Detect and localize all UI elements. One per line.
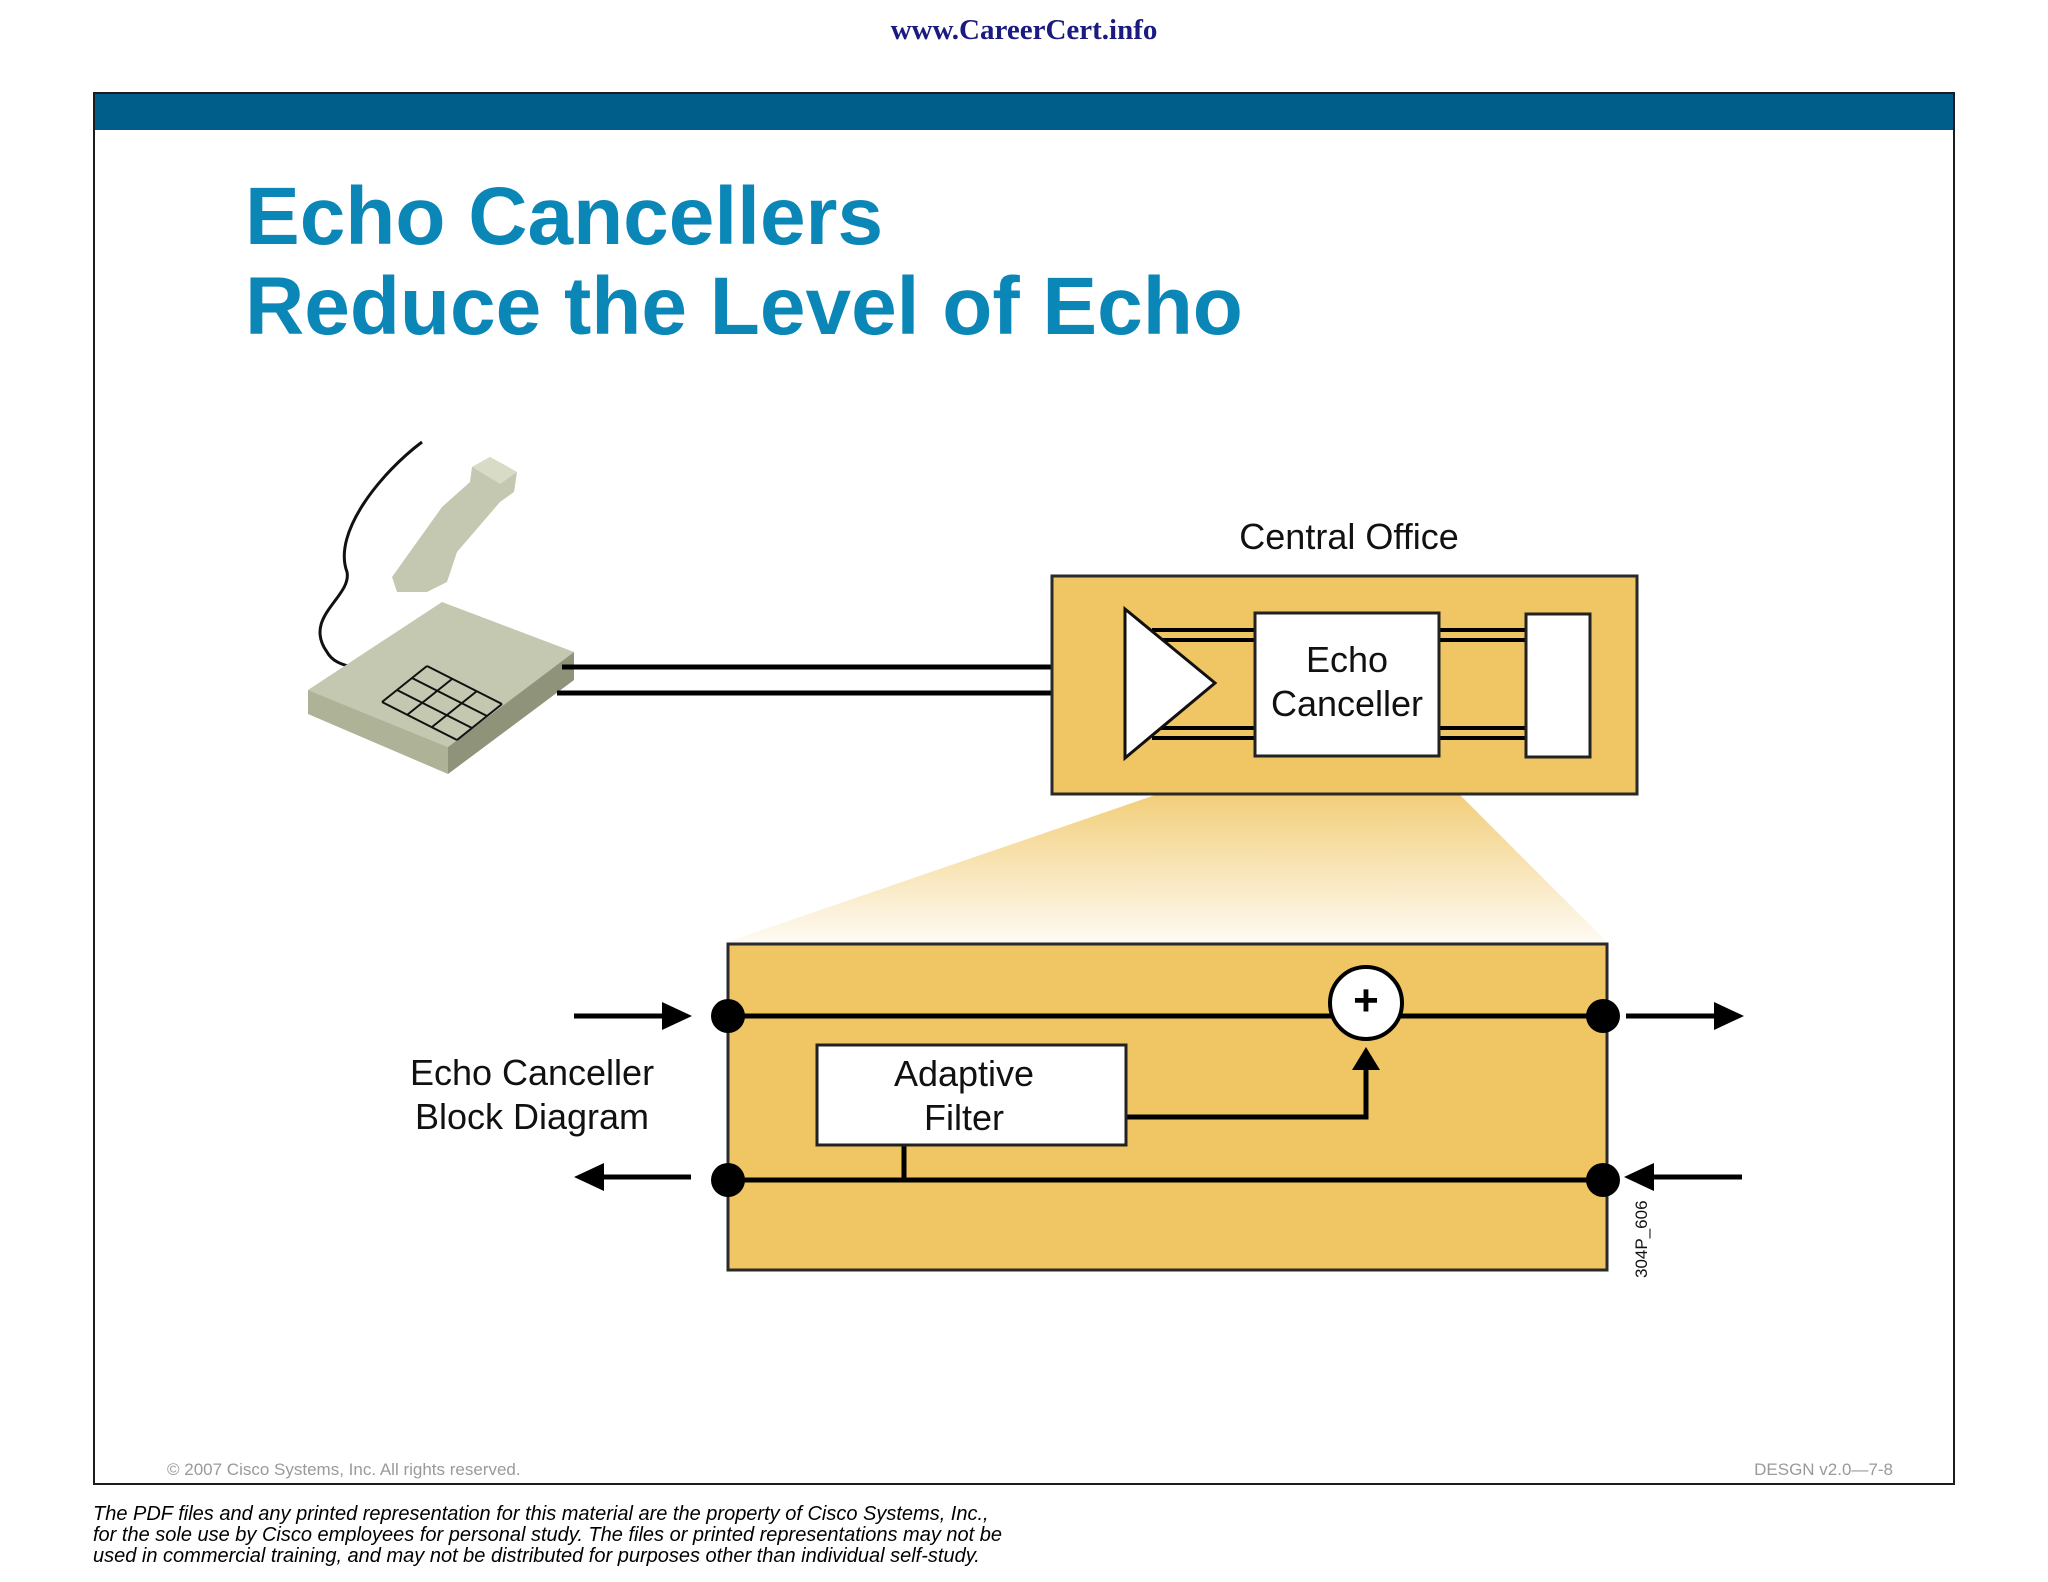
adaptive-filter-box xyxy=(815,1043,1128,1147)
node-bottom-left xyxy=(711,1163,745,1197)
co-terminal-box xyxy=(1524,612,1592,759)
summer-node xyxy=(1328,965,1404,1041)
slide-code: DESGN v2.0—7-8 xyxy=(1754,1460,1893,1479)
output-arrow-bottom xyxy=(574,1163,691,1191)
copyright: © 2007 Cisco Systems, Inc. All rights re… xyxy=(167,1460,521,1479)
disclaimer: The PDF files and any printed representa… xyxy=(93,1504,1193,1567)
node-top-right xyxy=(1586,999,1620,1033)
title-line-1: Echo Cancellers xyxy=(245,171,884,262)
telephone-icon xyxy=(308,440,574,774)
block-diagram-label-2: Block Diagram xyxy=(415,1096,649,1137)
block-diagram-label-1: Echo Canceller xyxy=(410,1052,654,1093)
output-arrow-top xyxy=(1626,1002,1744,1030)
adaptive-filter-label-2: Filter xyxy=(924,1097,1004,1138)
slide-title: Echo Cancellers Reduce the Level of Echo xyxy=(245,172,1243,352)
echo-canceller-label-2: Canceller xyxy=(1271,683,1423,724)
central-office-label: Central Office xyxy=(1239,516,1458,557)
disclaimer-line-1: The PDF files and any printed representa… xyxy=(93,1503,989,1525)
node-bottom-right xyxy=(1586,1163,1620,1197)
summer-symbol: + xyxy=(1353,976,1379,1025)
filter-output-arrowhead xyxy=(1352,1047,1380,1070)
figure-id: 304P_606 xyxy=(1632,1200,1651,1278)
adaptive-filter-label-1: Adaptive xyxy=(894,1053,1034,1094)
zoom-cone xyxy=(727,767,1607,942)
amplifier-triangle xyxy=(1123,605,1218,762)
echo-canceller-box xyxy=(1253,611,1441,758)
filter-output-line xyxy=(1126,1068,1369,1120)
echo-canceller-diagram: Central Office Echo Canceller Echo Cance… xyxy=(308,440,1744,1278)
slide: Echo Cancellers Reduce the Level of Echo xyxy=(93,92,1955,1485)
slide-header-bar xyxy=(95,94,1953,130)
disclaimer-line-3: used in commercial training, and may not… xyxy=(93,1545,980,1567)
site-url[interactable]: www.CareerCert.info xyxy=(890,14,1158,46)
disclaimer-line-2: for the sole use by Cisco employees for … xyxy=(93,1524,1002,1546)
input-arrow-bottom xyxy=(1624,1163,1742,1191)
input-arrow-top xyxy=(574,1002,692,1030)
node-top-left xyxy=(711,999,745,1033)
title-line-2: Reduce the Level of Echo xyxy=(245,261,1243,352)
echo-canceller-label-1: Echo xyxy=(1306,639,1388,680)
